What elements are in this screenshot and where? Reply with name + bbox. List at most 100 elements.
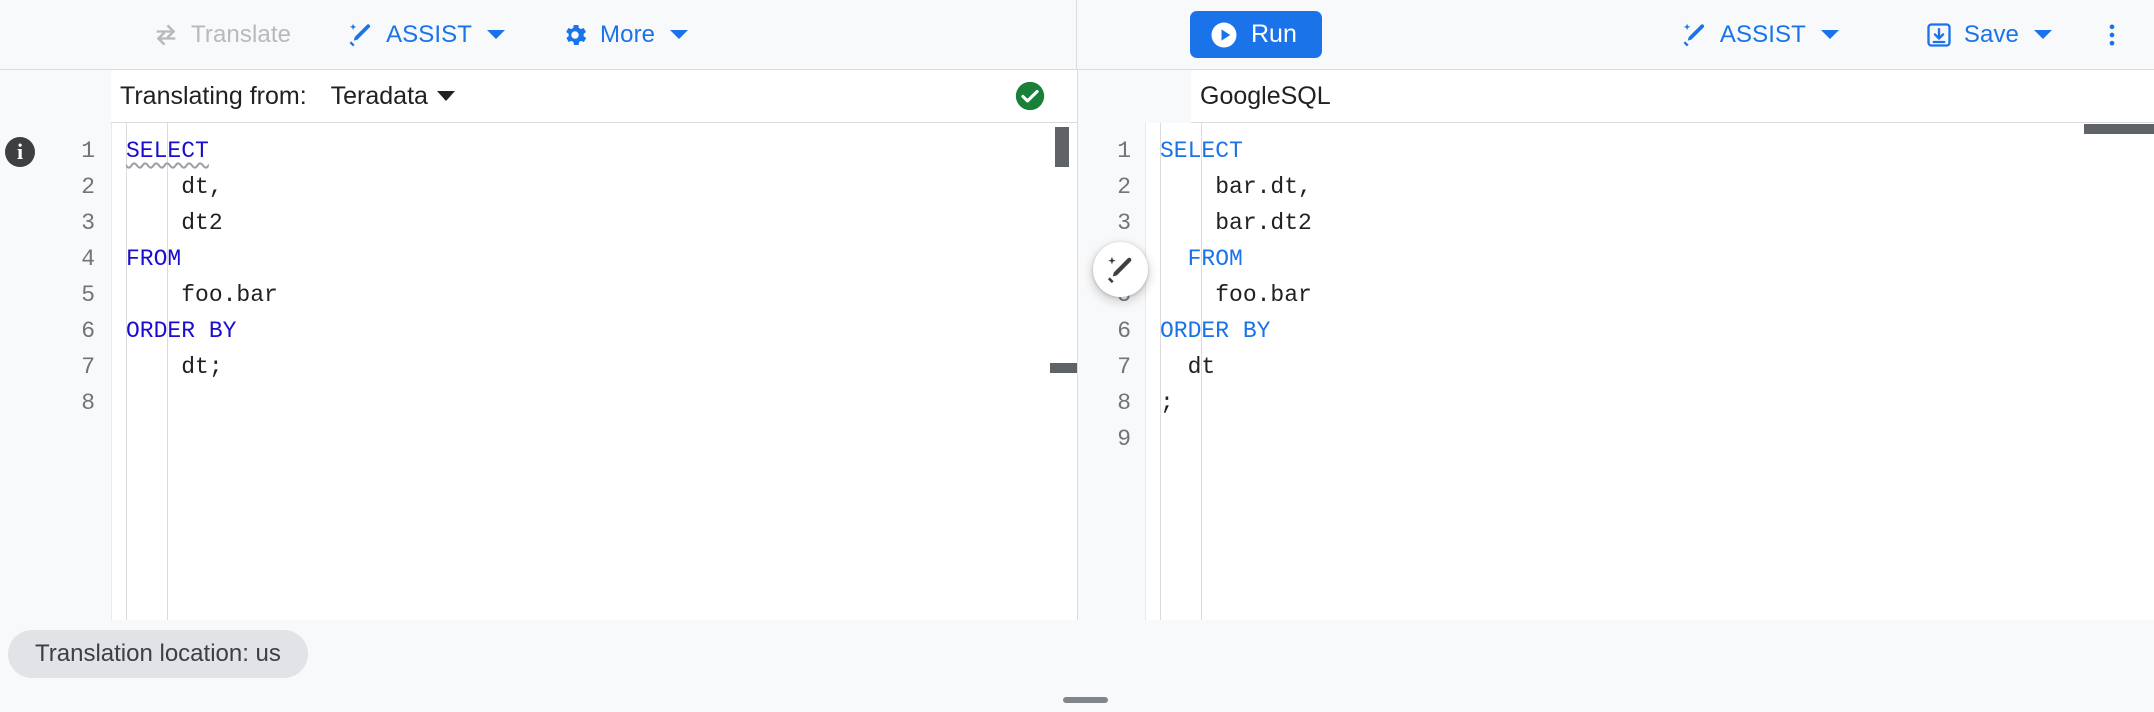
magic-wand-icon — [347, 21, 375, 49]
gear-icon — [561, 21, 589, 49]
source-dialect-value: Teradata — [330, 81, 428, 110]
sql-identifier: bar.dt, — [1215, 174, 1312, 200]
save-button-label: Save — [1963, 20, 2019, 48]
line-number: 3 — [81, 210, 95, 236]
source-info-rail: i — [0, 123, 42, 620]
chevron-down-icon — [2034, 30, 2052, 39]
editor-panes: Translating from: Teradata i 1 2 3 4 5 6 7 8 — [0, 70, 2154, 620]
save-disk-icon — [1925, 21, 1953, 49]
line-number: 1 — [81, 138, 95, 164]
info-icon[interactable]: i — [5, 137, 35, 167]
code-line: FROM — [1160, 241, 2154, 277]
assist-button-right[interactable]: ASSIST — [1669, 13, 1851, 57]
code-line: FROM — [126, 241, 1077, 277]
sql-identifier: ; — [1160, 390, 1174, 416]
translation-location-chip: Translation location: us — [8, 630, 308, 678]
translate-swap-icon — [152, 21, 180, 49]
chevron-down-icon — [436, 91, 455, 101]
chevron-down-icon — [670, 30, 689, 39]
target-line-number-gutter: 123456789 — [1078, 123, 1145, 620]
line-number: 3 — [1117, 210, 1131, 236]
code-line: SELECT — [126, 133, 1077, 169]
sql-keyword: FROM — [126, 246, 182, 272]
code-line: SELECT — [1160, 133, 2154, 169]
assist-button-left[interactable]: ASSIST — [335, 13, 517, 57]
sql-keyword: ORDER BY — [126, 318, 237, 344]
line-number: 5 — [81, 282, 95, 308]
line-number: 6 — [1117, 318, 1131, 344]
code-line: foo.bar — [126, 277, 1077, 313]
line-number: 8 — [1117, 390, 1131, 416]
sql-identifier: dt, — [181, 174, 223, 200]
target-pane-header: GoogleSQL — [1191, 70, 2154, 123]
line-number: 4 — [81, 246, 95, 272]
sql-keyword: SELECT — [1160, 138, 1243, 164]
code-line: ; — [1160, 385, 2154, 421]
code-line: foo.bar — [1160, 277, 2154, 313]
more-vert-icon[interactable] — [2090, 13, 2134, 57]
code-line: ORDER BY — [1160, 313, 2154, 349]
toolbar-right-group: Run ASSIST — [1077, 0, 2154, 69]
code-line: dt; — [126, 349, 1077, 385]
line-number: 2 — [1117, 174, 1131, 200]
line-number: 8 — [81, 390, 95, 416]
play-circle-icon — [1209, 20, 1239, 50]
magic-wand-icon — [1681, 21, 1709, 49]
sql-keyword: ORDER BY — [1160, 318, 1271, 344]
code-line: bar.dt2 — [1160, 205, 2154, 241]
target-dialect-label: GoogleSQL — [1200, 81, 1331, 110]
source-dialect-select[interactable]: Teradata — [331, 82, 455, 111]
footer: Translation location: us — [0, 620, 2154, 712]
sql-identifier: foo.bar — [1215, 282, 1312, 308]
sql-keyword: SELECT — [126, 138, 209, 164]
line-number: 9 — [1117, 426, 1131, 452]
translate-button[interactable]: Translate — [140, 13, 303, 57]
toolbar: Translate ASSIST — [0, 0, 2154, 70]
assist-fab-button[interactable] — [1093, 242, 1148, 297]
source-pane-header: Translating from: Teradata — [111, 70, 1077, 123]
sql-keyword: FROM — [1187, 246, 1243, 272]
line-number: 7 — [81, 354, 95, 380]
source-horizontal-scrollbar-thumb[interactable] — [1050, 363, 1077, 373]
chevron-down-icon — [487, 30, 506, 39]
line-number: 2 — [81, 174, 95, 200]
sql-identifier: foo.bar — [181, 282, 278, 308]
check-circle-icon — [1013, 79, 1047, 113]
code-line: dt — [1160, 349, 2154, 385]
line-number: 1 — [1117, 138, 1131, 164]
code-line: bar.dt, — [1160, 169, 2154, 205]
target-horizontal-scrollbar-thumb[interactable] — [2084, 124, 2154, 134]
code-line: dt2 — [126, 205, 1077, 241]
target-pane: GoogleSQL 123456789 SELECT bar.dt, bar.d… — [1078, 70, 2154, 620]
run-button[interactable]: Run — [1190, 11, 1322, 58]
code-line: dt, — [126, 169, 1077, 205]
panel-resize-handle[interactable] — [1063, 697, 1108, 703]
source-pane: Translating from: Teradata i 1 2 3 4 5 6 7 8 — [0, 70, 1078, 620]
source-line-number-gutter: 1 2 3 4 5 6 7 8 — [42, 123, 111, 620]
source-vertical-scrollbar-thumb[interactable] — [1055, 127, 1069, 167]
line-number: 7 — [1117, 354, 1131, 380]
more-button[interactable]: More — [549, 13, 700, 57]
translating-from-label: Translating from: — [120, 81, 307, 110]
line-number: 6 — [81, 318, 95, 344]
code-line — [126, 385, 1077, 421]
toolbar-left-group: Translate ASSIST — [0, 0, 1077, 69]
sql-identifier: bar.dt2 — [1215, 210, 1312, 236]
more-button-label: More — [600, 20, 656, 48]
code-line: ORDER BY — [126, 313, 1077, 349]
assist-button-right-label: ASSIST — [1719, 20, 1806, 48]
run-button-label: Run — [1251, 20, 1297, 48]
sql-identifier: dt; — [181, 354, 223, 380]
assist-button-left-label: ASSIST — [386, 20, 473, 48]
code-line — [1160, 421, 2154, 457]
save-button[interactable]: Save — [1913, 13, 2064, 57]
sql-identifier: dt — [1187, 354, 1216, 380]
magic-wand-icon — [1105, 254, 1137, 286]
chevron-down-icon — [1820, 30, 1839, 39]
target-editor[interactable]: 123456789 SELECT bar.dt, bar.dt2 FROM fo… — [1078, 123, 2154, 620]
sql-identifier: dt2 — [181, 210, 223, 236]
